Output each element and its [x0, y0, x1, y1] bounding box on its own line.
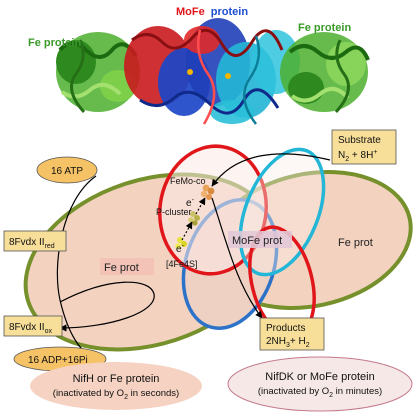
products-title: Products [266, 323, 305, 334]
fe-prot-left-label-bg [100, 258, 154, 275]
mofe-label-mofe: MoFe [176, 6, 205, 18]
fe-protein-left-label: Fe protein [28, 37, 81, 49]
substrate-arrow [211, 153, 331, 187]
electron-transfer-arrow-2 [195, 197, 206, 215]
fe4s4-label: [4Fe4S] [166, 259, 198, 269]
nifdk-title: NifDK or MoFe protein [265, 371, 374, 383]
nifdk-legend-oval: NifDK or MoFe protein (inactivated by O2… [227, 356, 413, 412]
products-box: Products 2NH3+ H2 [259, 317, 325, 351]
fe-prot-left-label: Fe prot [104, 262, 139, 274]
electron-label-1: e- [186, 197, 195, 209]
fdx-ox-label: 8Fvdx IIox [9, 322, 52, 335]
pcluster-label: P-cluster [156, 207, 192, 217]
mofe-prot-label-bg [228, 231, 292, 248]
legend: NifH or Fe protein (inactivated by O2 in… [30, 356, 413, 412]
mofe-protein-label: MoFe protein [176, 6, 248, 18]
fdx-red-label: 8Fvdx IIred [9, 237, 55, 250]
electron-label-2: e- [176, 243, 185, 255]
products-arrow [211, 197, 263, 319]
substrate-formula: N2 + 8H+ [338, 149, 377, 163]
nifdk-note: (inactivated by O2 in minutes) [258, 386, 382, 399]
fe-protein-right-ribbon [280, 32, 370, 114]
fe-protein-right-label: Fe protein [298, 22, 351, 34]
atp-node: 16 ATP [36, 156, 98, 184]
mofe-protein-ribbon [124, 18, 300, 125]
ferredoxin-reduced-box: 8Fvdx IIred [3, 230, 67, 252]
nifh-legend-oval: NifH or Fe protein (inactivated by O2 in… [30, 362, 202, 410]
electron-transfer-arrow-1 [181, 221, 193, 241]
ferredoxin-arc [59, 281, 155, 332]
ferredoxin-oxidized-box: 8Fvdx IIox [3, 315, 63, 337]
femo-cofactor-icon [200, 184, 215, 200]
fe4s4-cluster-icon [175, 237, 187, 249]
nifh-note: (inactivated by O2 in seconds) [53, 388, 179, 401]
products-formula: 2NH3+ H2 [266, 336, 310, 349]
femoco-label: FeMo-co [170, 176, 206, 186]
protein-structure-image: Fe protein MoFe protein Fe protein [28, 6, 370, 125]
substrate-box: Substrate N2 + 8H+ [331, 129, 397, 165]
atp-label: 16 ATP [51, 166, 83, 177]
nifh-title: NifH or Fe protein [73, 373, 160, 385]
atp-hydrolysis-arc [56, 175, 97, 361]
nitrogenase-schematic: Fe prot Fe prot MoFe prot FeMo-co P-clus… [3, 129, 413, 372]
mofe-prot-label: MoFe prot [232, 235, 282, 247]
adp-label: 16 ADP+16Pi [28, 355, 88, 366]
substrate-title: Substrate [338, 135, 381, 146]
mofe-label-protein: protein [211, 6, 249, 18]
fe-protein-left-ribbon [56, 32, 140, 114]
fe-prot-right-label: Fe prot [338, 237, 373, 249]
